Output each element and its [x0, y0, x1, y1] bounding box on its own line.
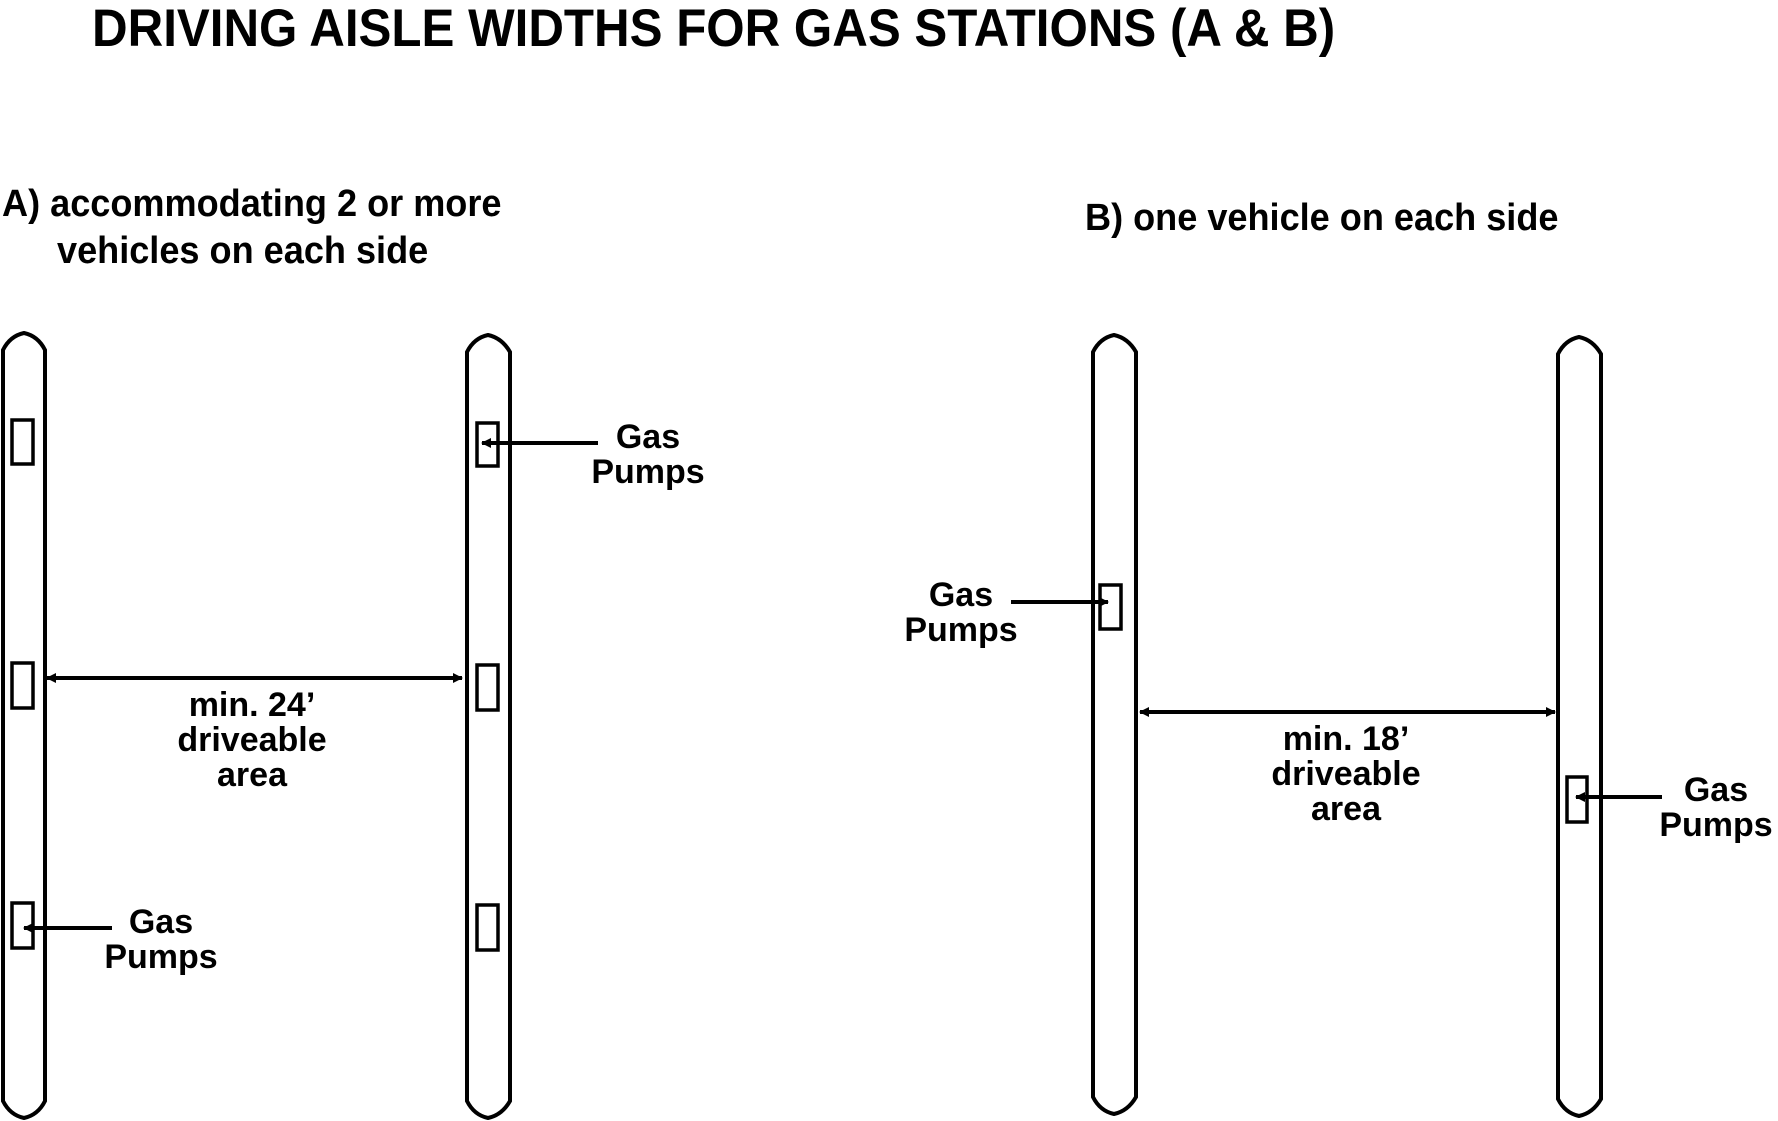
callout-gas-pumps-a-top: Gas Pumps [580, 420, 716, 490]
panel-b-heading: B) one vehicle on each side [1085, 197, 1559, 239]
callout-line: Gas [1683, 771, 1749, 809]
pump-island-a-left [0, 330, 47, 1121]
callout-line: Pumps [1659, 806, 1773, 844]
panel-a-dimension-label: min. 24’ driveable area [150, 688, 354, 793]
callout-gas-pumps-b-right: Gas Pumps [1648, 773, 1778, 843]
page-title: DRIVING AISLE WIDTHS FOR GAS STATIONS (A… [92, 0, 1336, 58]
dimension-text: area [217, 756, 287, 794]
dimension-text: driveable [1271, 755, 1421, 793]
callout-line: Pumps [591, 453, 705, 491]
pump-island-b-right [1556, 334, 1603, 1119]
gas-pump-icon [1565, 775, 1589, 824]
panel-a-heading-line1: A) accommodating 2 or more [2, 183, 502, 225]
pump-island-a-right [465, 332, 512, 1121]
gas-pump-icon [475, 903, 500, 952]
panel-b-dimension-label: min. 18’ driveable area [1244, 722, 1448, 827]
callout-gas-pumps-a-bottom: Gas Pumps [93, 905, 229, 975]
dimension-text: driveable [177, 721, 327, 759]
gas-pump-icon [1098, 583, 1123, 631]
panel-a-heading-line2: vehicles on each side [57, 230, 429, 272]
callout-line: Gas [615, 418, 681, 456]
callout-line: Pumps [904, 611, 1018, 649]
gas-pump-icon [10, 418, 35, 466]
pump-island-b-left [1091, 332, 1138, 1117]
dimension-text: area [1311, 790, 1381, 828]
dimension-value: min. 24’ [188, 686, 316, 724]
callout-line: Pumps [104, 938, 218, 976]
dimension-value: min. 18’ [1282, 720, 1410, 758]
gas-pump-icon [475, 663, 500, 712]
callout-line: Gas [928, 576, 994, 614]
gas-pump-icon [10, 901, 35, 950]
callout-line: Gas [128, 903, 194, 941]
gas-pump-icon [10, 661, 35, 710]
callout-gas-pumps-b-left: Gas Pumps [893, 578, 1029, 648]
